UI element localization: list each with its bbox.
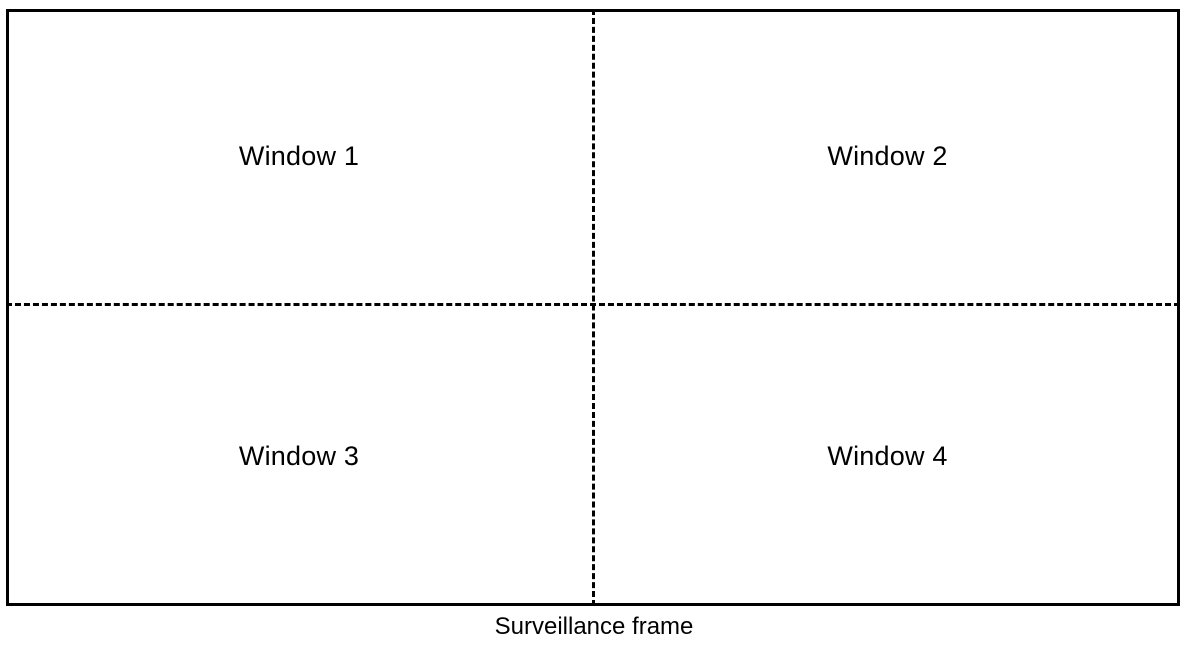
window-4-label: Window 4 bbox=[827, 440, 948, 471]
quadrant-window-2: Window 2 bbox=[595, 9, 1180, 303]
quadrant-window-3: Window 3 bbox=[6, 306, 592, 606]
window-1-label: Window 1 bbox=[238, 140, 360, 171]
quadrant-window-4: Window 4 bbox=[595, 306, 1180, 606]
horizontal-divider-dashed bbox=[6, 303, 1180, 306]
figure-caption: Surveillance frame bbox=[494, 613, 694, 640]
window-2-label: Window 2 bbox=[827, 140, 948, 171]
vertical-divider-dashed bbox=[592, 9, 595, 606]
window-3-label: Window 3 bbox=[238, 440, 360, 471]
quadrant-window-1: Window 1 bbox=[6, 9, 592, 303]
